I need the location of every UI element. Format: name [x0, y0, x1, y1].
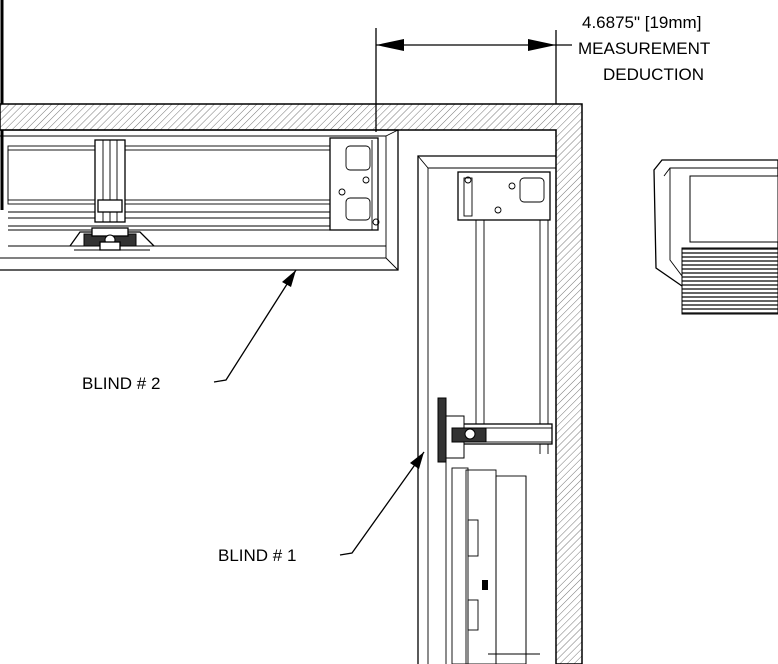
- leader-blind-1: [339, 451, 425, 556]
- blind-1-label: BLIND # 1: [218, 546, 296, 565]
- wall: [0, 103, 583, 664]
- blind-2-label: BLIND # 2: [82, 374, 160, 393]
- blind-1-assembly: [417, 155, 556, 664]
- dimension-measurement-label: MEASUREMENT: [578, 39, 710, 58]
- dimension-arrow-left: [376, 39, 404, 51]
- blind-2-assembly: [0, 129, 399, 271]
- dimension-value-label: 4.6875" [19mm]: [582, 13, 701, 32]
- fabric-roll-view: [653, 159, 778, 315]
- dimension-arrow-right: [528, 39, 556, 51]
- leader-blind-2: [213, 269, 297, 383]
- dimension-deduction-label: DEDUCTION: [603, 65, 704, 84]
- dimension-line: [375, 28, 572, 132]
